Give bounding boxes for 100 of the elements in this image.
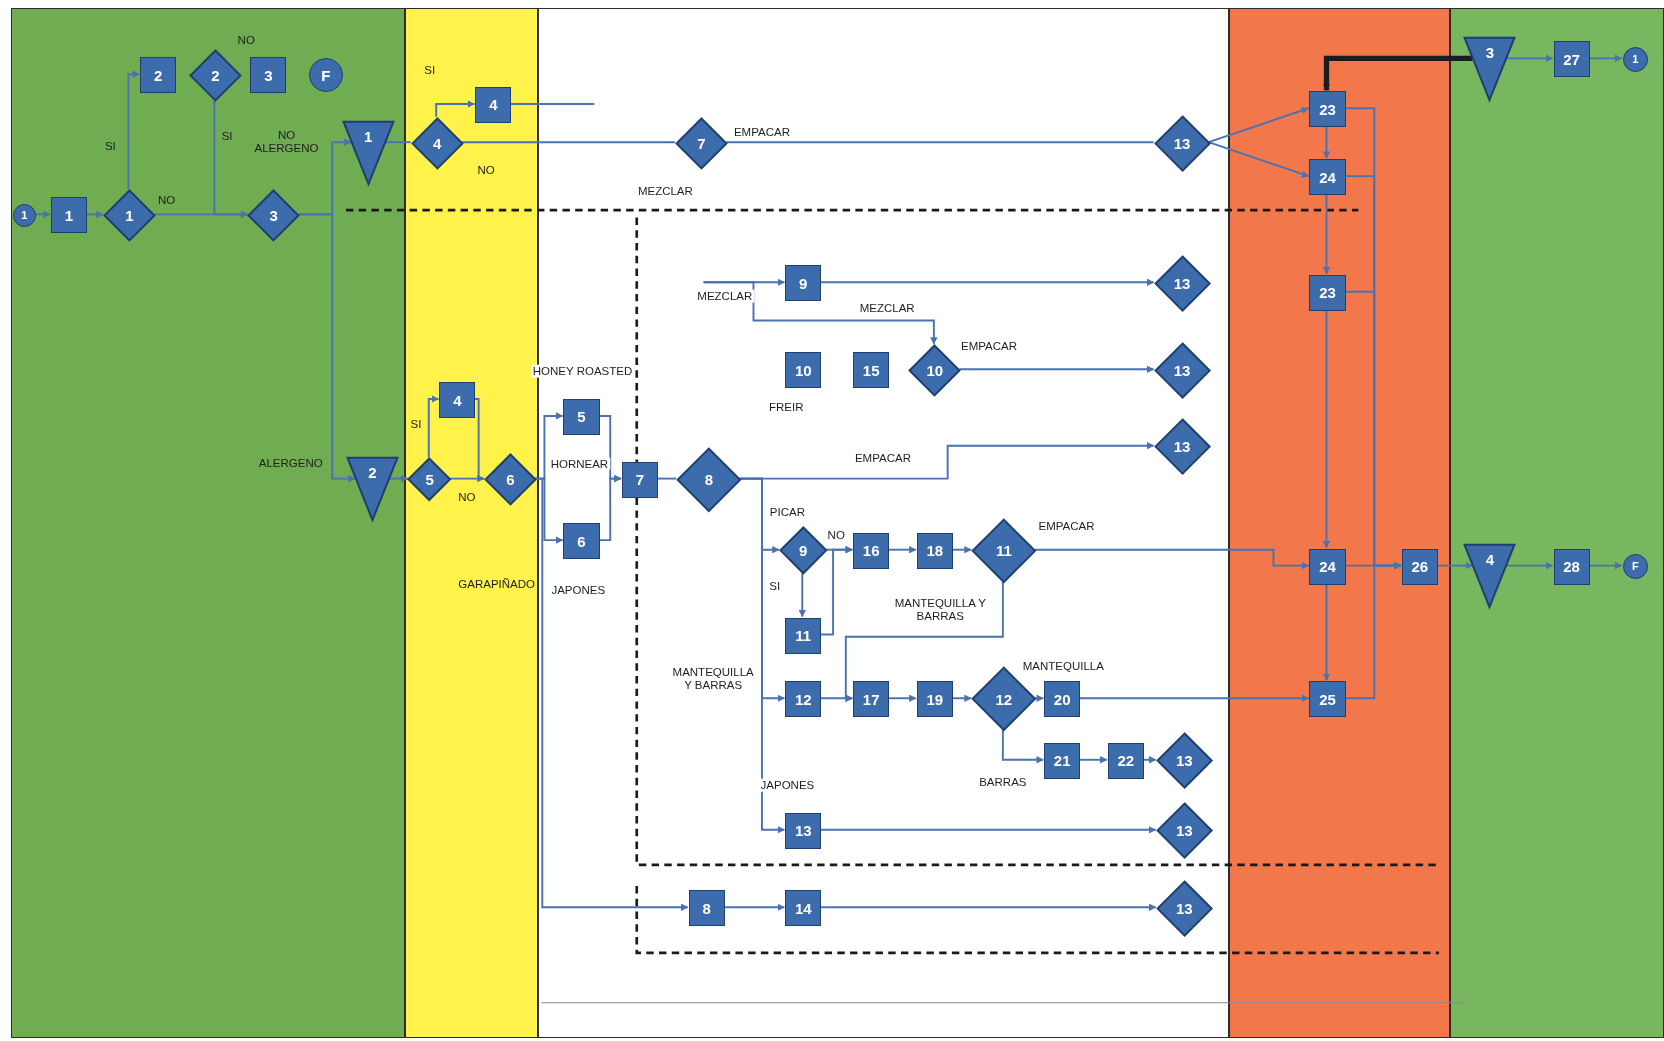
node-number: 13 — [1175, 900, 1193, 916]
flow-arrow — [950, 694, 972, 702]
flow-arrow — [1207, 141, 1310, 178]
node-number: 1 — [64, 207, 74, 223]
note-label: NO — [235, 34, 257, 47]
flow-arrow — [1504, 54, 1554, 63]
edge-label: SI — [102, 140, 118, 153]
flow-arrow — [1078, 756, 1108, 764]
edge-label: EMPACAR — [852, 452, 913, 465]
decision-diamond — [909, 344, 961, 396]
decision-diamond — [103, 189, 155, 241]
flow-arrow — [819, 278, 1155, 286]
edge-label: MANTEQUILLA — [1020, 660, 1106, 673]
node-number: 5 — [425, 472, 434, 488]
edge-label: EMPACAR — [731, 125, 792, 138]
flow-arrow — [597, 474, 622, 542]
flow-arrow — [1033, 548, 1310, 570]
node-number: 28 — [1563, 559, 1580, 575]
node-number: 4 — [1485, 550, 1495, 568]
node-number: 19 — [926, 691, 944, 707]
decision-diamond — [1154, 342, 1210, 398]
process-box — [1309, 274, 1346, 311]
node-number: 21 — [1053, 753, 1071, 769]
node-number: 6 — [577, 533, 586, 549]
node-number: 18 — [926, 543, 944, 559]
process-box — [785, 812, 822, 849]
process-box — [1309, 548, 1346, 585]
node-number: 13 — [1175, 823, 1193, 839]
inventory-triangle — [1464, 37, 1516, 101]
process-box — [853, 532, 890, 569]
process-box — [785, 681, 822, 718]
node-number: F — [321, 67, 331, 83]
decision-diamond — [484, 454, 536, 506]
flow-arrow — [1207, 106, 1310, 144]
connector-circle — [1622, 46, 1648, 73]
process-box — [785, 352, 822, 389]
process-box — [563, 398, 600, 436]
flow-arrow — [127, 70, 140, 190]
node-number: 13 — [1175, 753, 1193, 769]
flow-arrow — [958, 365, 1155, 373]
node-number: 1 — [1632, 53, 1639, 65]
node-number: 7 — [697, 135, 706, 151]
decision-diamond — [248, 189, 300, 241]
edge-label: SI — [767, 579, 783, 593]
process-box — [250, 57, 287, 94]
node-number: 22 — [1117, 753, 1135, 769]
node-number: 17 — [862, 691, 880, 707]
node-number: 25 — [1319, 691, 1336, 707]
node-number: 6 — [506, 472, 515, 488]
process-box — [785, 617, 822, 654]
process-box — [439, 381, 476, 419]
edge-label: EMPACAR — [1036, 520, 1097, 533]
process-box — [916, 532, 953, 569]
decision-diamond — [1154, 255, 1210, 311]
node-number: 27 — [1563, 51, 1580, 67]
node-number: 14 — [794, 900, 812, 916]
decision-diamond — [1156, 803, 1212, 859]
decision-diamond — [408, 458, 451, 501]
process-box — [853, 681, 890, 718]
node-number: 13 — [1173, 439, 1191, 455]
process-box — [1553, 41, 1590, 78]
lane-band — [1228, 8, 1450, 1038]
process-box — [1553, 548, 1590, 585]
process-box — [1309, 159, 1346, 196]
node-number: 13 — [794, 823, 812, 839]
edge-label: NO — [825, 528, 847, 542]
decision-diamond — [972, 518, 1036, 583]
flow-arrow — [387, 474, 409, 483]
node-caption: FREIR — [767, 401, 806, 414]
inventory-triangle — [1464, 544, 1516, 608]
process-box — [1401, 548, 1438, 585]
node-number: 23 — [1319, 285, 1336, 301]
process-box — [621, 461, 658, 498]
flow-arrow — [449, 474, 485, 483]
lane-band — [10, 8, 406, 1038]
node-number: 20 — [1053, 691, 1071, 707]
flow-arrow — [1078, 694, 1310, 702]
flow-arrow — [1322, 125, 1331, 160]
inventory-triangle — [342, 120, 394, 185]
node-number: 4 — [432, 135, 442, 151]
flow-arrow — [1322, 582, 1331, 682]
flow-arrow — [950, 545, 972, 554]
process-box — [1044, 742, 1081, 779]
node-number: 3 — [1485, 43, 1495, 61]
edge-label: HORNEAR — [548, 457, 611, 471]
node-number: 1 — [364, 126, 373, 144]
process-box — [475, 86, 512, 124]
edge-label: SI — [422, 63, 438, 77]
process-box — [688, 890, 725, 927]
flow-arrow — [34, 210, 51, 219]
flow-arrow — [1141, 756, 1157, 764]
flow-arrow — [887, 694, 917, 702]
process-box — [1107, 742, 1144, 779]
flow-arrow — [213, 98, 249, 219]
process-box — [1309, 681, 1346, 718]
node-number: 16 — [862, 543, 880, 559]
process-box — [140, 57, 177, 94]
process-box — [853, 352, 890, 389]
decision-diamond — [1154, 115, 1210, 171]
edge-label: BARRAS — [977, 775, 1029, 789]
